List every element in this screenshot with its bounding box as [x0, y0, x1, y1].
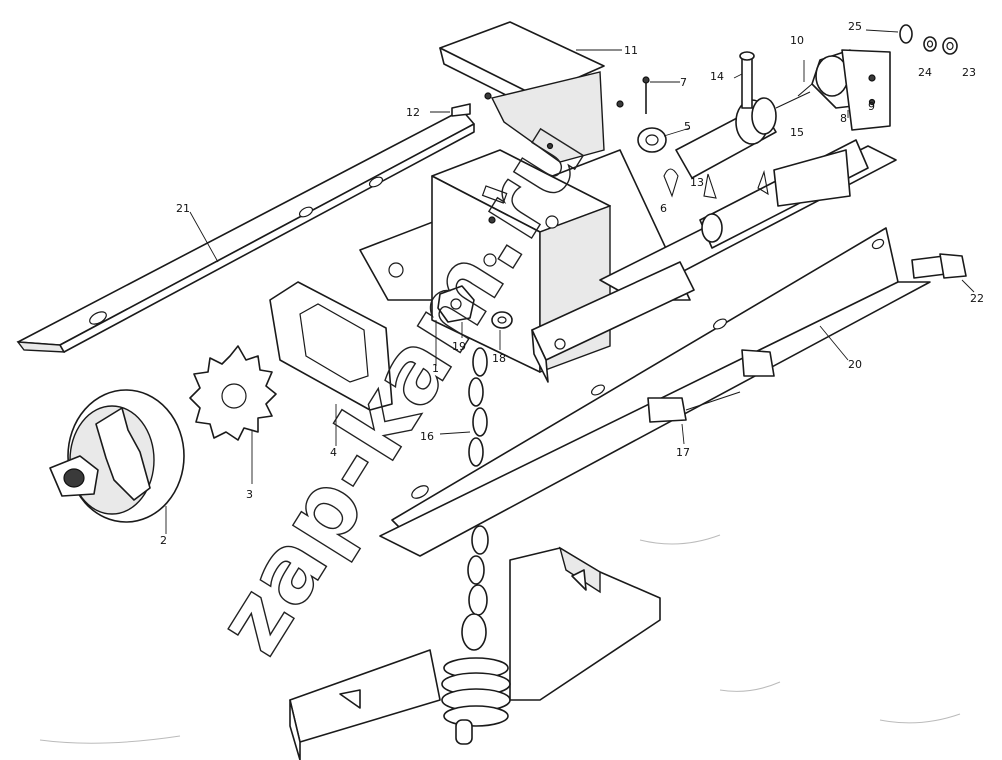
hook-bracket	[289, 546, 661, 760]
gasket-frame	[269, 281, 393, 446]
callout-1: 1	[432, 362, 439, 375]
callout-3: 3	[246, 488, 253, 501]
callout-11: 11	[624, 44, 638, 57]
callout-4: 4	[330, 446, 337, 459]
callout-20: 20	[848, 358, 862, 371]
callout-14: 14	[710, 70, 724, 83]
shaft-assembly	[599, 49, 897, 299]
guide-rail	[531, 261, 695, 383]
sprocket	[189, 345, 277, 484]
screw-12	[430, 103, 471, 117]
callout-18: 18	[492, 352, 506, 365]
callout-7: 7	[680, 76, 687, 89]
callout-6: 6	[660, 202, 667, 215]
leader-14	[733, 73, 743, 79]
pin-7	[642, 76, 680, 114]
callout-labels: 1 2 3 4 5 6 7 8 9 10 11 12 13 14 15 16 1…	[160, 20, 984, 547]
handwheel-knob	[49, 389, 185, 534]
nut-19	[437, 285, 475, 338]
callout-8: 8	[840, 112, 847, 125]
chain	[439, 347, 489, 651]
bolt-22	[911, 253, 975, 293]
callout-5: 5	[684, 120, 691, 133]
small-washers	[865, 24, 958, 55]
washer-18	[491, 311, 513, 350]
callout-21: 21	[176, 202, 190, 215]
scan-noise	[39, 534, 961, 744]
callout-9: 9	[868, 100, 875, 113]
callout-12: 12	[406, 106, 420, 119]
callout-23: 23	[962, 66, 976, 79]
angle-rail-left	[16, 109, 475, 353]
callout-15: 15	[790, 126, 804, 139]
callout-25: 25	[848, 20, 862, 33]
callout-16: 16	[420, 430, 434, 443]
top-cover	[439, 21, 624, 163]
callout-2: 2	[160, 534, 167, 547]
callout-10: 10	[790, 34, 804, 47]
bolt-17	[647, 349, 775, 445]
callout-22: 22	[970, 292, 984, 305]
callout-17: 17	[676, 446, 690, 459]
washer-5	[637, 127, 691, 153]
callout-24: 24	[918, 66, 932, 79]
callout-13: 13	[690, 176, 704, 189]
callout-19: 19	[452, 340, 466, 353]
screw-hole	[484, 92, 492, 100]
